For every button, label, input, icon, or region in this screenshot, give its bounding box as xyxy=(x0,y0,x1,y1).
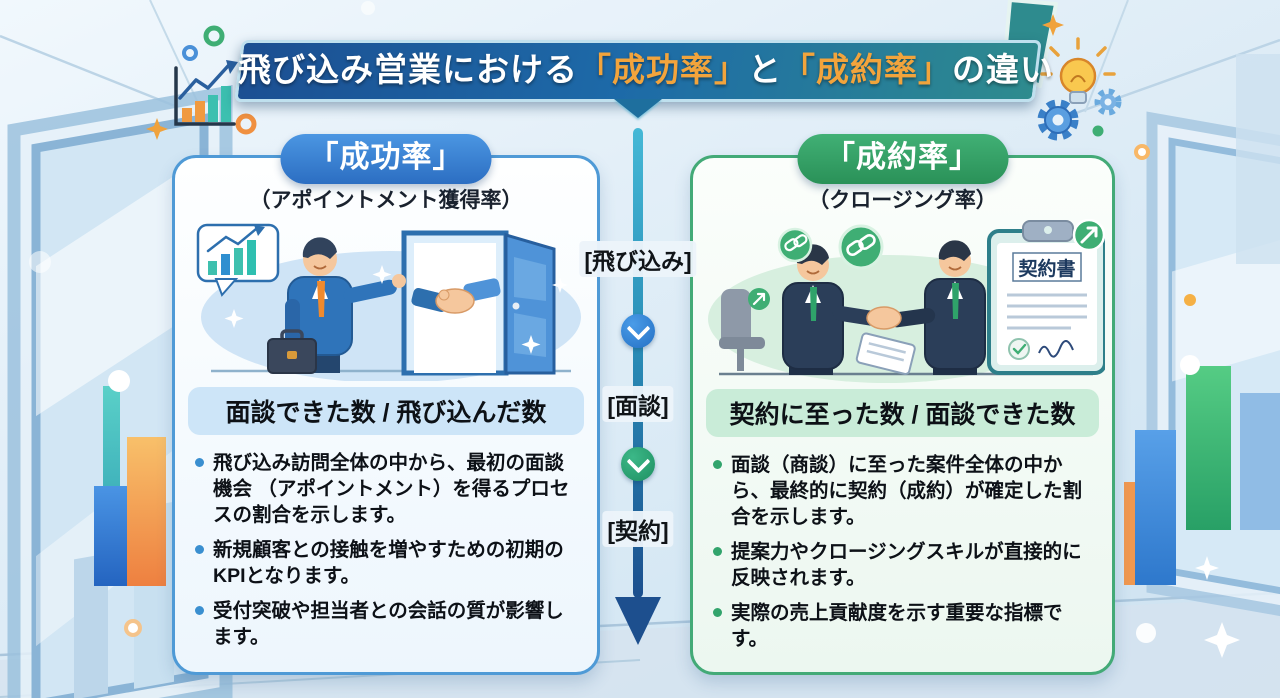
title-highlight-success: 「成功率」 xyxy=(578,51,748,88)
sparkle-icons-orange xyxy=(146,14,1064,140)
link-icon-large xyxy=(838,224,883,270)
banner-pointer-icon xyxy=(614,99,662,118)
gear-icon-small xyxy=(1094,88,1122,116)
arrow-up-icon xyxy=(1072,219,1105,252)
office-chair xyxy=(718,289,765,371)
bullet-text: 飛び込み訪問全体の中から、最初の面談機会 （アポイントメント）を得るプロセスの割… xyxy=(213,452,570,526)
title-highlight-contract: 「成約率」 xyxy=(782,51,952,88)
bullet-text: 面談（商談）に至った案件全体の中から、最終的に契約（成約）が確定した割合を示しま… xyxy=(731,454,1083,528)
contract-rate-subtitle: （クロージング率） xyxy=(808,189,997,212)
bullet-dot xyxy=(713,608,722,617)
lightbulb-icon xyxy=(1040,37,1116,104)
bullet-dot xyxy=(713,547,722,556)
decor-bars-right xyxy=(1124,355,1280,643)
bullet-item: 新規顧客との接触を増やすための初期のKPIとなります。 xyxy=(195,537,581,589)
dot-orange-2 xyxy=(1184,294,1196,306)
title-part: の違い xyxy=(952,51,1054,88)
bullet-text: 新規顧客との接触を増やすための初期のKPIとなります。 xyxy=(213,539,564,587)
bullet-dot xyxy=(195,606,204,615)
sparkle-icons-white xyxy=(29,1,1240,658)
businessman-right xyxy=(888,240,986,375)
flow-stage-label-visit: [飛び込み] xyxy=(579,241,697,277)
link-icon xyxy=(777,227,812,263)
arrow-up-icon-small xyxy=(747,288,770,310)
illustration-contract-handshake: 契約書 xyxy=(707,219,1105,383)
flow-stage-label-meeting: [面談] xyxy=(602,386,674,422)
chevron-down-icon-green xyxy=(621,447,655,481)
illustration-doorstep-sales xyxy=(196,223,581,381)
growth-chart-icon xyxy=(174,60,238,126)
gear-icon xyxy=(1037,99,1079,141)
decor-bars-left xyxy=(94,370,166,637)
dot-green xyxy=(1092,125,1104,137)
success-rate-title-pill: 「成功率」 xyxy=(280,134,492,184)
ring-icon-green xyxy=(203,25,225,47)
contract-clipboard: 契約書 xyxy=(986,220,1105,375)
bullet-item: 受付突破や担当者との会話の質が影響します。 xyxy=(195,598,581,650)
bullet-item: 提案力やクロージングスキルが直接的に反映されます。 xyxy=(713,539,1096,591)
bullet-item: 飛び込み訪問全体の中から、最初の面談機会 （アポイントメント）を得るプロセスの割… xyxy=(195,450,581,528)
salesman xyxy=(267,237,406,374)
bullet-item: 面談（商談）に至った案件全体の中から、最終的に契約（成約）が確定した割合を示しま… xyxy=(713,452,1096,530)
chevron-down-icon-blue xyxy=(621,314,655,348)
bullet-dot xyxy=(713,460,722,469)
businessman-left xyxy=(781,244,880,375)
flow-line xyxy=(633,128,643,598)
contract-rate-card: 「成約率」 （クロージング率） xyxy=(690,134,1115,675)
title-part: と xyxy=(748,51,782,88)
bullet-item: 実際の売上貢献度を示す重要な指標です。 xyxy=(713,600,1096,652)
bullet-text: 受付突破や担当者との会話の質が影響します。 xyxy=(213,600,564,648)
contract-rate-title-pill: 「成約率」 xyxy=(797,134,1008,184)
success-rate-card: 「成功率」 （アポイントメント獲得率） xyxy=(172,134,600,675)
contract-rate-bullet-list: 面談（商談）に至った案件全体の中から、最終的に契約（成約）が確定した割合を示しま… xyxy=(713,452,1096,652)
success-rate-subtitle: （アポイントメント獲得率） xyxy=(249,189,523,212)
title-banner: 飛び込み営業における「成功率」と「成約率」の違い xyxy=(234,40,1053,118)
handshake xyxy=(411,278,501,314)
flow-stage-label-contract: [契約] xyxy=(602,511,674,547)
handshake xyxy=(865,306,902,330)
contract-title: 契約書 xyxy=(1017,257,1075,280)
held-document xyxy=(855,332,916,375)
chart-speech-bubble xyxy=(196,223,280,297)
title-part: 飛び込み営業における xyxy=(238,51,578,88)
bullet-dot xyxy=(195,458,204,467)
success-rate-bullet-list: 飛び込み訪問全体の中から、最初の面談機会 （アポイントメント）を得るプロセスの割… xyxy=(195,450,581,650)
sparkle-icons xyxy=(224,265,568,354)
contract-rate-formula: 契約に至った数 / 面談できた数 xyxy=(706,389,1099,437)
bullet-text: 提案力やクロージングスキルが直接的に反映されます。 xyxy=(731,541,1082,589)
ring-icon-orange xyxy=(235,113,257,135)
flow-arrowhead-icon xyxy=(615,597,661,645)
ring-icon-blue xyxy=(182,45,198,61)
bullet-dot xyxy=(195,545,204,554)
page-title: 飛び込み営業における「成功率」と「成約率」の違い xyxy=(238,40,1053,102)
bullet-text: 実際の売上貢献度を示す重要な指標です。 xyxy=(731,602,1063,650)
success-rate-formula: 面談できた数 / 飛び込んだ数 xyxy=(188,387,584,435)
